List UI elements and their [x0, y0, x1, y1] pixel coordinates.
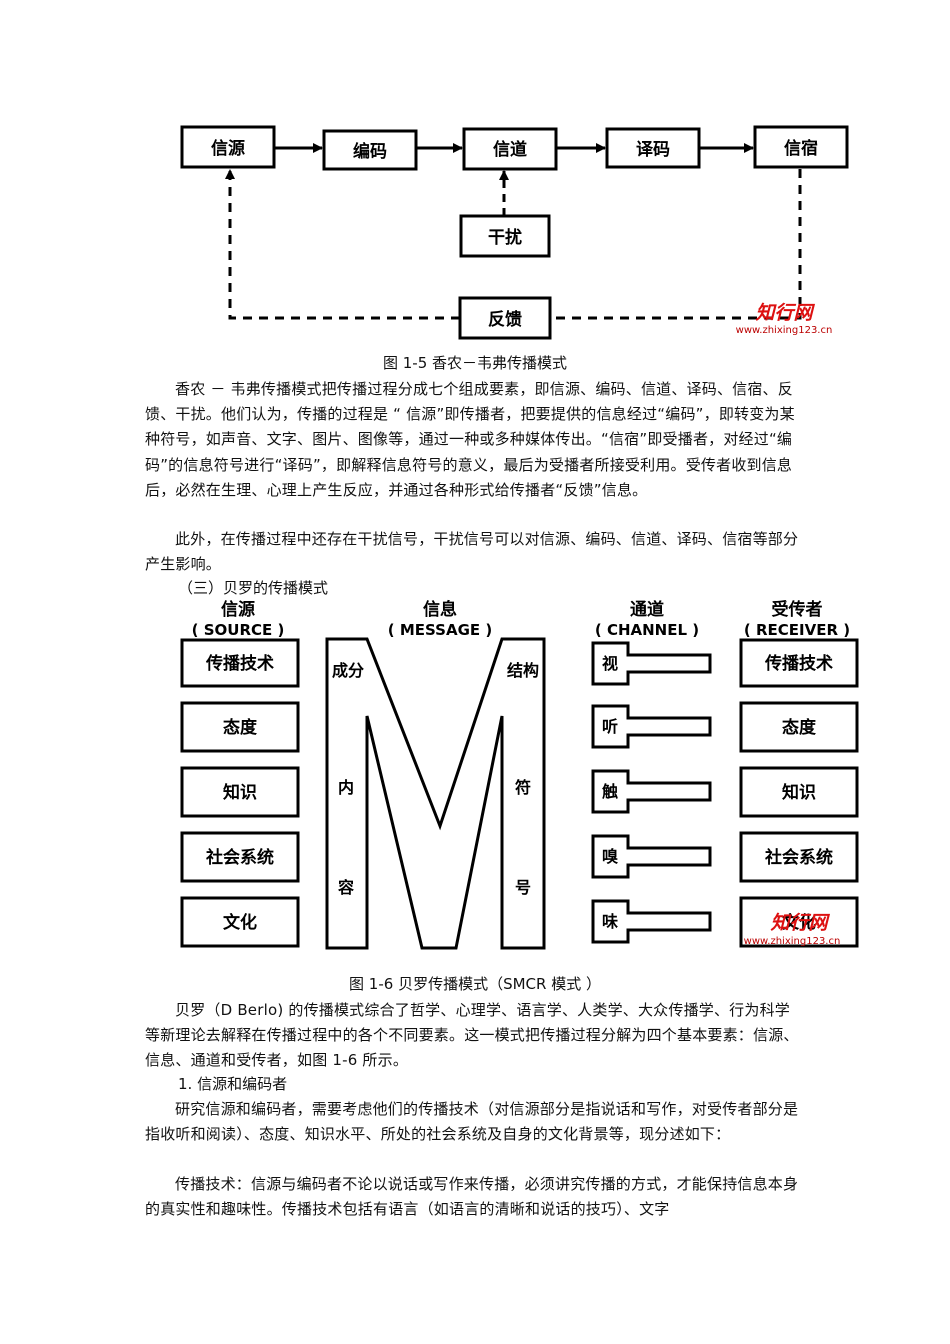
- message-label-symbol-char: 号: [515, 878, 531, 897]
- receiver-item: 文化: [782, 912, 816, 933]
- feedback-line-right: [550, 169, 802, 320]
- message-m-shape: [325, 637, 546, 950]
- receiver-label: 信宿: [784, 138, 818, 159]
- shannon-weaver-diagram: 信源 编码 信道 译码 信宿 干扰 反馈 知行网 www.zhixing123.…: [180, 125, 849, 340]
- receiver-item: 社会系统: [764, 847, 833, 868]
- channel-item: 听: [602, 717, 618, 736]
- decode-label: 译码: [636, 140, 670, 160]
- receiver-item-box: [739, 766, 859, 818]
- noise-label: 干扰: [488, 227, 522, 248]
- receiver-en: ( RECEIVER ): [744, 621, 850, 639]
- source-item: 传播技术: [205, 653, 274, 674]
- encode-label: 编码: [353, 141, 387, 162]
- receiver-item-box: [739, 831, 859, 883]
- source-label: 信源: [211, 138, 245, 159]
- message-label-content-char: 内: [338, 778, 354, 797]
- encode-box: [322, 129, 418, 171]
- receiver-box: [753, 125, 849, 169]
- svg-text:知行网: 知行网: [769, 912, 830, 934]
- berlo-smcr-diagram: 信源 ( SOURCE ) 信息 ( MESSAGE ) 通道 ( CHANNE…: [180, 599, 859, 950]
- source-box: [180, 125, 276, 169]
- paragraph-communication-skills: 传播技术：信源与编码者不论以说话或写作来传播，必须讲究传播的方式，才能保持信息本…: [145, 1175, 799, 1219]
- channel-item: 视: [602, 654, 618, 673]
- message-en: ( MESSAGE ): [388, 621, 492, 639]
- message-label-symbol-char: 符: [515, 778, 531, 797]
- figure2-caption: 图 1-6 贝罗传播模式（SMCR 模式 ）: [349, 975, 601, 993]
- channel-item-shape: [591, 704, 712, 749]
- channel-item-shape: [591, 899, 712, 944]
- feedback-line-left: [225, 169, 460, 320]
- source-item-box: [180, 896, 300, 948]
- source-item: 社会系统: [205, 847, 274, 868]
- receiver-item-box: [739, 701, 859, 753]
- message-label-content-char: 容: [337, 878, 354, 897]
- channel-item-shape: [591, 641, 712, 686]
- source-item-box: [180, 831, 300, 883]
- receiver-title: 受传者: [772, 599, 823, 620]
- channel-title: 通道: [630, 599, 664, 620]
- receiver-item: 传播技术: [764, 653, 833, 674]
- paragraph-berlo: 贝罗（D Berlo) 的传播模式综合了哲学、心理学、语言学、人类学、大众传播学…: [145, 1001, 799, 1070]
- source-item: 态度: [223, 717, 258, 738]
- message-label-content-top: 成分: [332, 661, 364, 680]
- source-item: 知识: [222, 782, 257, 803]
- channel-en: ( CHANNEL ): [595, 621, 699, 639]
- source-item-box: [180, 701, 300, 753]
- source-item: 文化: [223, 912, 257, 933]
- svg-text:知行网: 知行网: [754, 302, 815, 324]
- source-item-box: [180, 638, 300, 688]
- receiver-item-box: [739, 896, 859, 948]
- message-label-structure-top: 结构: [506, 661, 539, 680]
- figure1-caption: 图 1-5 香农－韦弗传播模式: [382, 354, 568, 372]
- message-title: 信息: [423, 599, 457, 620]
- channel-item-shape: [591, 769, 712, 814]
- channel-item-shape: [591, 834, 712, 879]
- feedback-label: 反馈: [488, 309, 522, 330]
- paragraph-noise: 此外，在传播过程中还存在干扰信号，干扰信号可以对信源、编码、信道、译码、信宿等部…: [145, 530, 799, 574]
- channel-item: 味: [602, 912, 618, 931]
- channel-box: [462, 127, 558, 171]
- receiver-item: 态度: [782, 717, 817, 738]
- watermark-logo: 知行网 www.zhixing123.cn: [736, 302, 833, 336]
- feedback-box: [458, 296, 552, 340]
- channel-item: 触: [601, 782, 618, 801]
- noise-box: [459, 214, 551, 258]
- channel-label: 信道: [493, 139, 527, 160]
- source-en: ( SOURCE ): [192, 621, 285, 639]
- channel-item: 嗅: [602, 847, 619, 866]
- svg-text:www.zhixing123.cn: www.zhixing123.cn: [736, 325, 833, 336]
- receiver-item-box: [739, 638, 859, 688]
- source-title: 信源: [221, 599, 255, 620]
- watermark-logo: 知行网 www.zhixing123.cn: [744, 912, 841, 947]
- subheading-source-encoder: 1. 信源和编码者: [178, 1075, 288, 1093]
- svg-text:www.zhixing123.cn: www.zhixing123.cn: [744, 936, 841, 947]
- paragraph-shannon-weaver: 香农 － 韦弗传播模式把传播过程分成七个组成要素，即信源、编码、信道、译码、信宿…: [145, 380, 795, 499]
- source-item-box: [180, 766, 300, 818]
- section-heading-berlo: （三）贝罗的传播模式: [178, 579, 329, 597]
- receiver-item: 知识: [781, 782, 816, 803]
- paragraph-source-encoder: 研究信源和编码者，需要考虑他们的传播技术（对信源部分是指说话和写作，对受传者部分…: [145, 1100, 799, 1144]
